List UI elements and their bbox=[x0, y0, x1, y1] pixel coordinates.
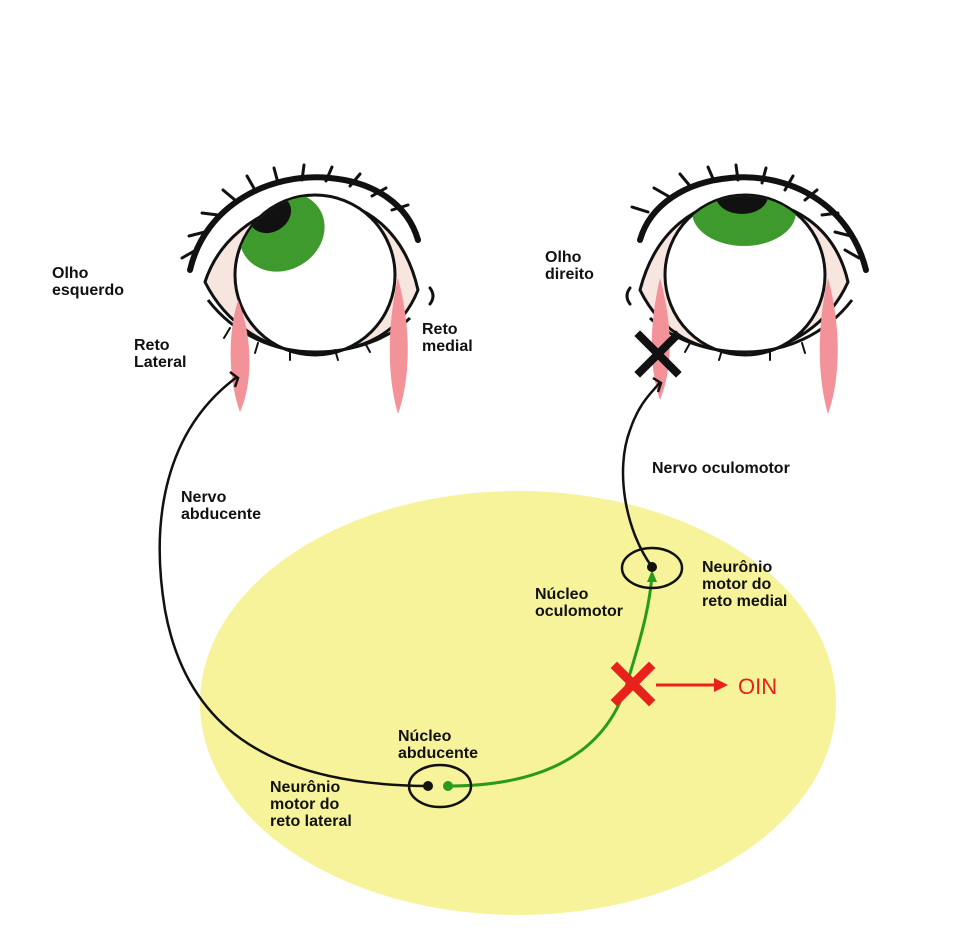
abducens-nucleus-outline bbox=[407, 763, 473, 809]
oculomotor-nucleus-outline bbox=[620, 546, 684, 590]
lesion-cross bbox=[610, 661, 656, 707]
brainstem-region bbox=[200, 491, 836, 915]
oculomotor-nerve-label: Nervo oculomotor bbox=[652, 460, 790, 477]
right-eyeball bbox=[663, 193, 827, 357]
left-eye-label: Olho esquerdo bbox=[52, 265, 124, 299]
right-lateral-rectus bbox=[819, 278, 838, 414]
left-lower-lashes bbox=[223, 327, 371, 361]
mlf-arrowhead bbox=[647, 570, 657, 582]
medial-rectus-neuron-dot bbox=[647, 562, 657, 572]
lateral-rectus-neuron-dot bbox=[423, 781, 433, 791]
right-pupil bbox=[716, 196, 768, 214]
left-inner-corner bbox=[428, 286, 435, 306]
medial-rectus-neuron-label: Neurônio motor do reto medial bbox=[702, 559, 787, 610]
arrow-right-icon bbox=[656, 678, 728, 692]
left-eyelashes bbox=[180, 163, 410, 260]
right-upper-lid bbox=[637, 174, 869, 273]
right-eyelashes bbox=[630, 163, 861, 260]
lesion-label: OIN bbox=[738, 674, 777, 699]
medial-rectus-label: Reto medial bbox=[422, 321, 473, 355]
abducens-nucleus-label: Núcleo abducente bbox=[398, 728, 478, 762]
right-eye-label: Olho direito bbox=[545, 249, 594, 283]
oculomotor-nerve-terminal bbox=[652, 376, 663, 393]
right-medial-rectus bbox=[651, 278, 670, 400]
right-inner-corner bbox=[625, 286, 632, 306]
nerve-block-cross bbox=[634, 330, 682, 378]
left-medial-rectus bbox=[389, 278, 408, 414]
oculomotor-nucleus-label: Núcleo oculomotor bbox=[535, 586, 623, 620]
right-eye bbox=[625, 163, 869, 414]
lateral-rectus-label: Reto Lateral bbox=[134, 337, 186, 371]
abducens-nerve-label: Nervo abducente bbox=[181, 489, 261, 523]
left-eye bbox=[180, 163, 435, 414]
abducens-nerve-path bbox=[158, 375, 429, 788]
right-lower-lashes bbox=[684, 327, 837, 361]
lesion-arrow-head bbox=[714, 678, 728, 692]
abducens-nerve-terminal bbox=[229, 371, 240, 388]
internuclear-neuron-dot bbox=[443, 781, 453, 791]
oculomotor-nerve-path bbox=[621, 381, 662, 568]
cross-mark-icon bbox=[610, 661, 656, 707]
cross-mark-icon bbox=[634, 330, 682, 378]
lateral-rectus-neuron-label: Neurônio motor do reto lateral bbox=[270, 779, 352, 830]
